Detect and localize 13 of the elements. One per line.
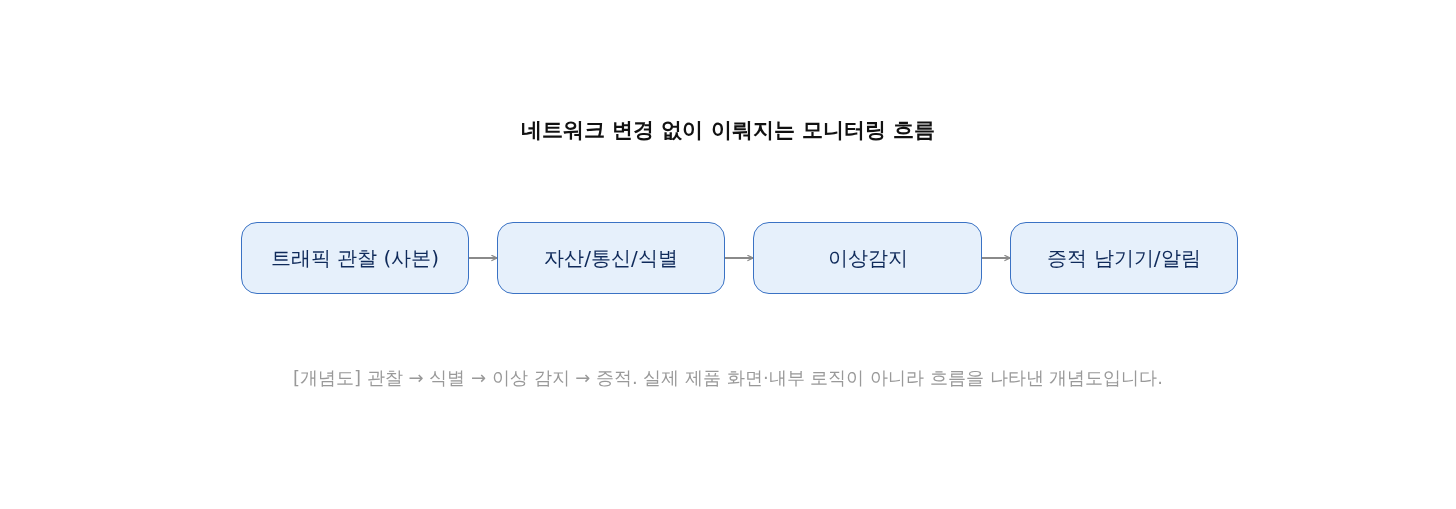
node-label: 증적 남기기/알림 — [1047, 244, 1201, 272]
node-label: 이상감지 — [827, 244, 908, 272]
arrow — [724, 254, 754, 262]
process-box — [241, 222, 469, 294]
node-label: 트래픽 관찰 (사본) — [270, 244, 440, 272]
process-box — [753, 222, 982, 294]
node-label: 자산/통신/식별 — [544, 244, 678, 272]
process-box — [497, 222, 725, 294]
diagram-title: 네트워크 변경 없이 이뤄지는 모니터링 흐름 — [519, 117, 937, 144]
caption: [개념도] 관찰 → 식별 → 이상 감지 → 증적. 실제 제품 화면·내부 로직이 아니라 흐름을 나타낸 개념도입니다. — [292, 366, 1164, 390]
arrow — [468, 254, 498, 262]
arrow — [981, 254, 1011, 262]
process-box — [1010, 222, 1238, 294]
